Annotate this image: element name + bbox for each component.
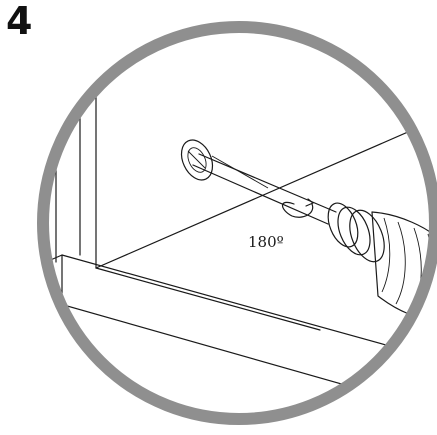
frame-ring (37, 21, 437, 425)
screwdriver (192, 153, 434, 320)
cabinet-interior-edges (95, 117, 434, 331)
front-shelf-board (45, 254, 434, 413)
step-number: 4 (6, 0, 33, 43)
rotation-arrow-icon (281, 198, 314, 218)
rotation-angle-label: 180º (248, 233, 284, 251)
